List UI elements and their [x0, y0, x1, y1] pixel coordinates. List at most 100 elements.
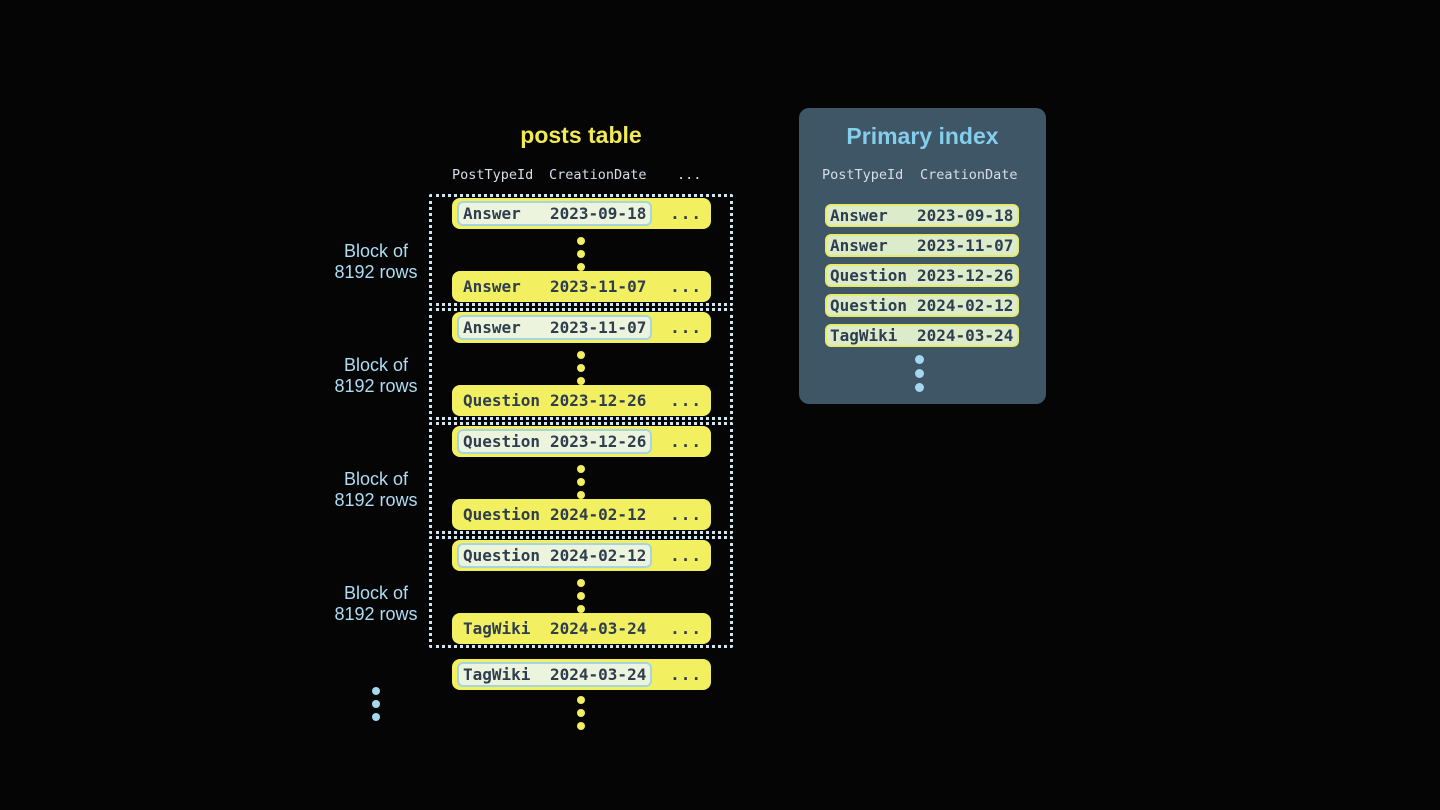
table-row-block-first: Answer 2023-09-18 ... — [452, 198, 711, 229]
ellipsis-dots-vertical — [577, 579, 585, 613]
index-highlight-chip: Question 2023-12-26 — [457, 429, 652, 454]
cell-posttypeid: TagWiki — [830, 325, 898, 345]
ellipsis-dots-vertical — [577, 351, 585, 385]
row-ellipsis: ... — [670, 619, 702, 638]
cell-creationdate: 2024-02-12 — [550, 546, 647, 565]
dot — [577, 377, 585, 385]
ellipsis-dots-vertical — [915, 355, 924, 392]
dot — [577, 696, 585, 704]
cell-creationdate: 2024-03-24 — [917, 325, 1014, 345]
table-block-3: Block of 8192 rows Question 2023-12-26 .… — [334, 422, 733, 534]
cell-creationdate: 2023-12-26 — [550, 432, 647, 451]
table-row-block-last: TagWiki 2024-03-24 ... — [452, 613, 711, 644]
dot — [577, 237, 585, 245]
index-highlight-chip: Question 2024-02-12 — [457, 543, 652, 568]
ellipsis-dots-vertical — [577, 465, 585, 499]
cell-creationdate: 2024-03-24 — [550, 665, 647, 684]
table-row-block-last: Answer 2023-11-07 ... — [452, 271, 711, 302]
cell-posttypeid: Question — [830, 265, 908, 285]
cell-creationdate: 2023-12-26 — [550, 391, 647, 410]
dot — [577, 709, 585, 717]
dot — [577, 263, 585, 271]
cell-creationdate: 2023-12-26 — [917, 265, 1014, 285]
cell-posttypeid: TagWiki — [463, 619, 531, 638]
row-ellipsis: ... — [670, 391, 702, 410]
table-row-block-first: Question 2024-02-12 ... — [452, 540, 711, 571]
posts-table-header: PostTypeId CreationDate ... — [429, 167, 733, 185]
primary-index-header: PostTypeId CreationDate — [799, 167, 1046, 185]
index-row: Question 2023-12-26 — [825, 264, 1019, 287]
column-header-ellipsis: ... — [677, 167, 702, 183]
index-row: Answer 2023-11-07 — [825, 234, 1019, 257]
column-header-posttypeid: PostTypeId — [452, 167, 534, 183]
row-ellipsis: ... — [670, 432, 702, 451]
block-size-label: Block of 8192 rows — [334, 241, 418, 282]
ellipsis-dots-vertical — [577, 237, 585, 271]
cell-posttypeid: Question — [830, 295, 908, 315]
row-ellipsis: ... — [670, 505, 702, 524]
index-row: Answer 2023-09-18 — [825, 204, 1019, 227]
row-ellipsis: ... — [670, 665, 702, 684]
cell-posttypeid: Answer — [463, 318, 521, 337]
cell-posttypeid: Question — [463, 505, 541, 524]
dot — [577, 250, 585, 258]
cell-creationdate: 2024-03-24 — [550, 619, 647, 638]
dot — [577, 478, 585, 486]
cell-posttypeid: Answer — [463, 204, 521, 223]
posts-table-title: posts table — [520, 122, 642, 148]
dot — [577, 579, 585, 587]
cell-posttypeid: Question — [463, 432, 541, 451]
block-size-label: Block of 8192 rows — [334, 355, 418, 396]
cell-posttypeid: Question — [463, 391, 541, 410]
index-highlight-chip: Answer 2023-09-18 — [457, 201, 652, 226]
dot — [372, 687, 380, 695]
table-block-1: Block of 8192 rows Answer 2023-09-18 ...… — [334, 194, 733, 306]
dot — [372, 700, 380, 708]
dot — [372, 713, 380, 721]
column-header-creationdate: CreationDate — [549, 167, 647, 183]
block-size-label: Block of 8192 rows — [334, 469, 418, 510]
cell-creationdate: 2024-02-12 — [917, 295, 1014, 315]
index-row: TagWiki 2024-03-24 — [825, 324, 1019, 347]
column-header-creationdate: CreationDate — [920, 167, 1018, 183]
primary-index-title: Primary index — [846, 123, 999, 149]
cell-posttypeid: Answer — [830, 205, 888, 225]
dot — [577, 722, 585, 730]
cell-posttypeid: Question — [463, 546, 541, 565]
table-block-4: Block of 8192 rows Question 2024-02-12 .… — [334, 536, 733, 648]
dot — [915, 355, 924, 364]
table-row-block-last: Question 2024-02-12 ... — [452, 499, 711, 530]
cell-creationdate: 2023-11-07 — [550, 277, 647, 296]
dot — [577, 605, 585, 613]
dot — [577, 491, 585, 499]
index-highlight-chip: Answer 2023-11-07 — [457, 315, 652, 340]
more-blocks-dots — [372, 687, 380, 721]
table-block-2: Block of 8192 rows Answer 2023-11-07 ...… — [334, 308, 733, 420]
cell-posttypeid: Answer — [463, 277, 521, 296]
table-row-block-first: Question 2023-12-26 ... — [452, 426, 711, 457]
cell-creationdate: 2023-11-07 — [550, 318, 647, 337]
table-row-block-first: Answer 2023-11-07 ... — [452, 312, 711, 343]
cell-posttypeid: TagWiki — [463, 665, 531, 684]
index-row: Question 2024-02-12 — [825, 294, 1019, 317]
cell-creationdate: 2024-02-12 — [550, 505, 647, 524]
dot — [915, 369, 924, 378]
block-size-label: Block of 8192 rows — [334, 583, 418, 624]
row-ellipsis: ... — [670, 318, 702, 337]
cell-creationdate: 2023-09-18 — [550, 204, 647, 223]
column-header-posttypeid: PostTypeId — [822, 167, 904, 183]
table-row-overflow: TagWiki 2024-03-24 ... — [452, 659, 711, 690]
row-ellipsis: ... — [670, 277, 702, 296]
primary-index-panel: Primary index PostTypeId CreationDate An… — [799, 108, 1046, 404]
cell-creationdate: 2023-11-07 — [917, 235, 1014, 255]
ellipsis-dots-vertical — [577, 696, 585, 730]
row-ellipsis: ... — [670, 546, 702, 565]
cell-posttypeid: Answer — [830, 235, 888, 255]
dot — [577, 351, 585, 359]
dot — [577, 465, 585, 473]
table-row-block-last: Question 2023-12-26 ... — [452, 385, 711, 416]
index-highlight-chip: TagWiki 2024-03-24 — [457, 662, 652, 687]
dot — [915, 383, 924, 392]
dot — [577, 592, 585, 600]
